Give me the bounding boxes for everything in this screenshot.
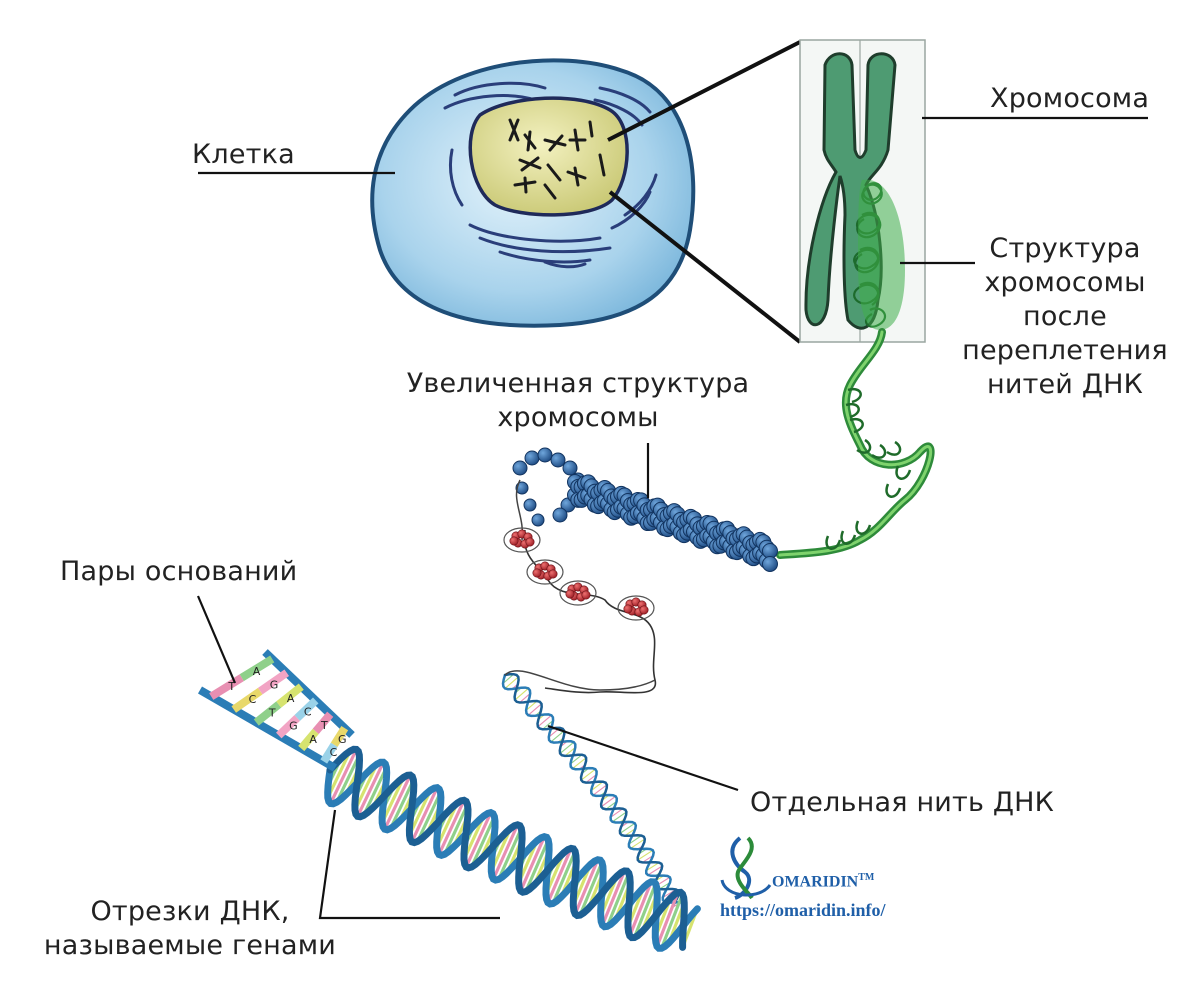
base-letter: C bbox=[304, 706, 312, 719]
label-line: называемые генами bbox=[43, 930, 337, 961]
bead bbox=[537, 447, 553, 463]
label-line: Увеличенная структура bbox=[406, 368, 750, 399]
label-chromosome: Хромосома bbox=[990, 83, 1150, 114]
bead bbox=[531, 513, 545, 527]
solenoid-beads bbox=[512, 447, 778, 572]
base-letter: C bbox=[330, 746, 338, 759]
label-line: хромосомы bbox=[984, 267, 1146, 298]
label-single-strand: Отдельная нить ДНК bbox=[750, 787, 1055, 818]
base-letter: G bbox=[338, 733, 347, 746]
base-letter: G bbox=[289, 720, 298, 733]
base-letter: T bbox=[320, 719, 328, 732]
label-line: Отрезки ДНК, bbox=[90, 896, 290, 927]
base-letter: A bbox=[253, 665, 261, 678]
trademark: TM bbox=[858, 872, 875, 883]
label-genes: Отрезки ДНК, называемые генами bbox=[40, 895, 340, 963]
histone bbox=[565, 589, 575, 599]
bead bbox=[552, 507, 568, 523]
label-line: после bbox=[1023, 301, 1107, 332]
base-letter: A bbox=[287, 692, 295, 705]
bead bbox=[515, 481, 529, 495]
zoom-lines bbox=[607, 40, 802, 344]
brand-url: https://omaridin.info/ bbox=[720, 900, 886, 920]
label-enlarged-structure: Увеличенная структура хромосомы bbox=[398, 367, 758, 435]
bead bbox=[523, 498, 537, 512]
bead bbox=[562, 460, 578, 476]
bead bbox=[524, 450, 540, 466]
histone bbox=[548, 569, 558, 579]
chromosome-illustration bbox=[799, 39, 926, 343]
histone bbox=[525, 537, 535, 547]
base-letter: T bbox=[268, 706, 276, 719]
histone bbox=[532, 568, 542, 578]
histone bbox=[639, 605, 649, 615]
chromosomes-in-nucleus bbox=[508, 118, 606, 200]
single-dna-strand bbox=[501, 670, 682, 909]
label-line: Структура bbox=[989, 233, 1141, 264]
histone-clusters bbox=[503, 527, 655, 621]
base-letter: G bbox=[270, 679, 279, 692]
label-line: хромосомы bbox=[497, 402, 659, 433]
label-base-pairs: Пары оснований bbox=[60, 556, 298, 587]
label-chromosome-structure: Структура хромосомы после переплетения н… bbox=[960, 232, 1170, 402]
label-line: переплетения bbox=[962, 335, 1168, 366]
histone bbox=[509, 536, 519, 546]
label-cell: Клетка bbox=[192, 139, 295, 170]
dna-double-helix bbox=[324, 745, 701, 952]
cell-illustration bbox=[370, 58, 696, 328]
base-letter: A bbox=[309, 733, 317, 746]
leader-lines bbox=[196, 116, 1148, 920]
brand-name-text: OMARIDIN bbox=[772, 873, 859, 891]
brand-name: OMARIDINTM bbox=[772, 872, 874, 891]
bead bbox=[512, 460, 528, 476]
nucleus bbox=[468, 96, 629, 217]
bead bbox=[550, 452, 566, 468]
chromatin-fill bbox=[858, 179, 905, 330]
omaridin-logo bbox=[720, 836, 772, 900]
nucleosomes bbox=[503, 527, 657, 694]
histone bbox=[581, 590, 591, 600]
chromatin-fiber bbox=[776, 328, 935, 559]
base-letter: T bbox=[227, 680, 235, 693]
histone bbox=[623, 604, 633, 614]
bead bbox=[762, 555, 778, 572]
label-line: нитей ДНК bbox=[986, 369, 1144, 400]
base-letter: C bbox=[249, 693, 257, 706]
